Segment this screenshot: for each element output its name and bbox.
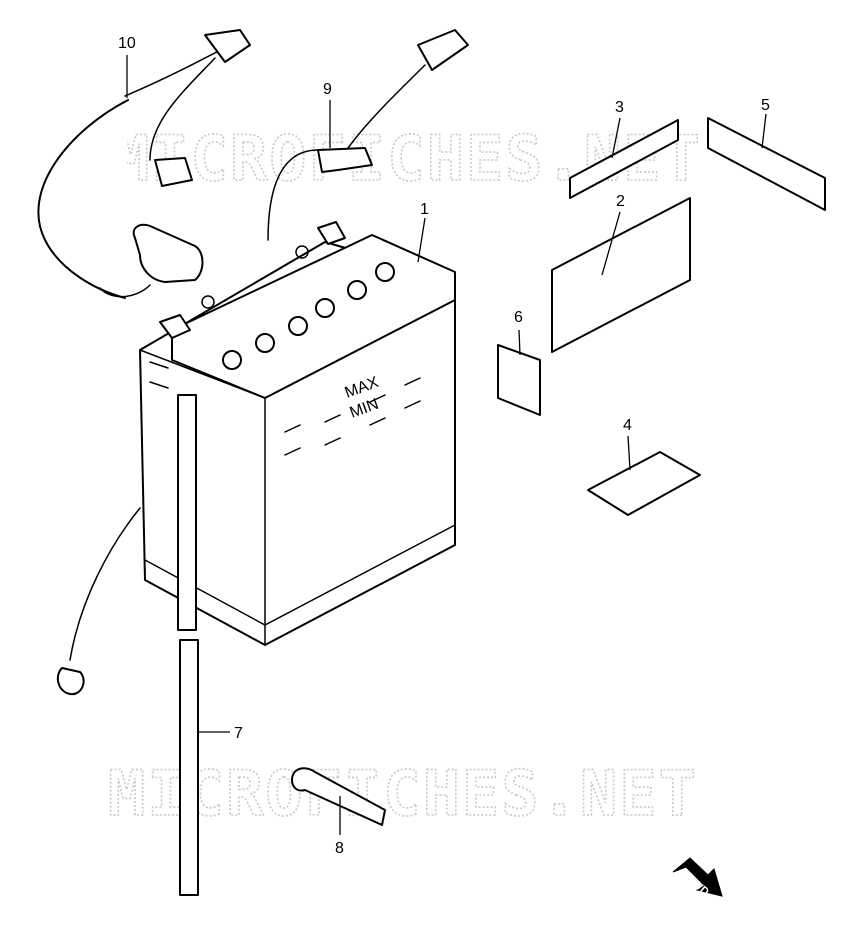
cell-cap-5 [347, 280, 367, 300]
callout-6: 6 [514, 309, 523, 356]
terminal-plus [295, 245, 309, 259]
small-pad-part-6[interactable] [497, 344, 541, 416]
cell-cap-6 [375, 262, 395, 282]
cell-cap-3 [288, 316, 308, 336]
callout-5: 5 [761, 97, 770, 149]
svg-text:3: 3 [615, 99, 624, 116]
cell-cap-2 [255, 333, 275, 353]
watermark-bottom: MICROFICHES.NET [108, 757, 698, 830]
cell-cap-1 [222, 350, 242, 370]
terminal-minus [201, 295, 215, 309]
hose-guide-part-8[interactable] [291, 767, 386, 826]
callout-2: 2 [601, 193, 625, 276]
svg-text:9: 9 [323, 81, 332, 98]
svg-text:1: 1 [420, 201, 429, 218]
ground-lead [56, 507, 141, 696]
svg-text:10: 10 [118, 35, 136, 52]
callout-7: 7 [198, 725, 243, 742]
svg-text:4: 4 [623, 417, 632, 434]
breather-hose-part-7[interactable] [177, 394, 199, 896]
watermark-top: MICROFICHES.NET [112, 122, 702, 195]
callout-9: 9 [323, 81, 332, 148]
callout-4: 4 [623, 417, 632, 471]
svg-text:2: 2 [616, 193, 625, 210]
battery-cable-part-10[interactable] [37, 29, 251, 299]
callout-8: 8 [335, 796, 344, 857]
battery-part-1[interactable]: MAX MIN [139, 221, 456, 646]
svg-text:7: 7 [234, 725, 243, 742]
fwd-arrow-icon: FWD [672, 857, 723, 898]
cell-cap-4 [315, 298, 335, 318]
spacer-strip-part-5[interactable] [707, 117, 826, 211]
cushion-pad-part-2[interactable] [551, 197, 691, 353]
spacer-strip-part-3[interactable] [569, 119, 679, 199]
wire-clamp-part-9[interactable] [267, 29, 469, 241]
callout-3: 3 [611, 99, 624, 159]
svg-text:6: 6 [514, 309, 523, 326]
callout-10: 10 [118, 35, 136, 98]
svg-text:5: 5 [761, 97, 770, 114]
svg-text:8: 8 [335, 840, 344, 857]
flat-pad-part-4[interactable] [587, 451, 701, 516]
callout-1: 1 [417, 201, 429, 263]
